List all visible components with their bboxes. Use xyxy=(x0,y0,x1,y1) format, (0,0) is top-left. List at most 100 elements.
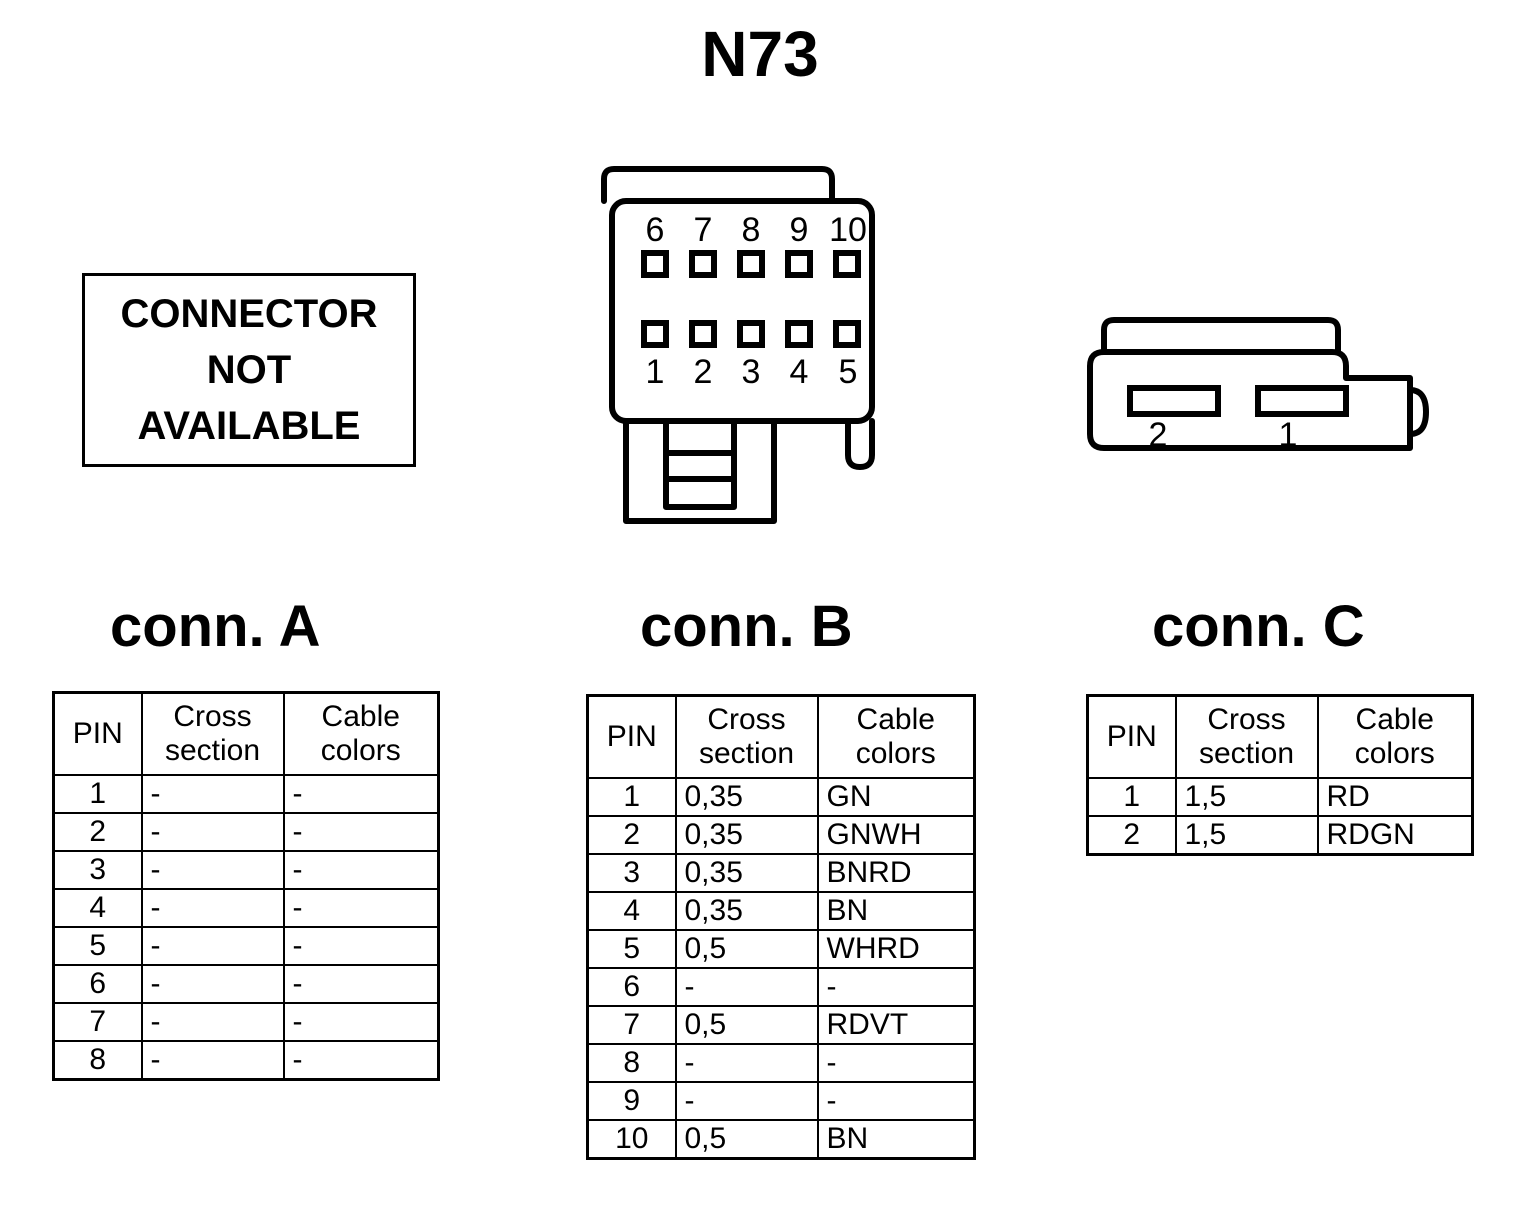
cell-pin: 8 xyxy=(52,1040,143,1081)
connector-b-pin-label-1: 1 xyxy=(646,353,665,391)
cell-cable-colors: - xyxy=(282,850,440,890)
cell-cable-colors: WHRD xyxy=(816,929,976,969)
cell-pin: 3 xyxy=(52,850,143,890)
table-row: 4-- xyxy=(52,888,440,928)
cell-cross-section: - xyxy=(140,888,285,928)
connector-b-pin-label-3: 3 xyxy=(742,353,761,391)
cell-cable-colors: BN xyxy=(816,1119,976,1160)
cell-pin: 10 xyxy=(586,1119,677,1160)
cell-cable-colors: - xyxy=(282,812,440,852)
cell-cross-section: - xyxy=(140,926,285,966)
table-row: 9-- xyxy=(586,1081,976,1121)
connector-b-pin-label-5: 5 xyxy=(839,353,858,391)
cell-cable-colors: - xyxy=(816,967,976,1007)
connector-c-pin-label-2: 2 xyxy=(1149,416,1168,454)
cell-cable-colors: - xyxy=(282,964,440,1004)
cell-cable-colors: BN xyxy=(816,891,976,931)
cell-cable-colors: - xyxy=(282,1040,440,1081)
header-cross-section: Cross section xyxy=(1174,694,1319,779)
cell-pin: 3 xyxy=(586,853,677,893)
connector-b-pin-label-8: 8 xyxy=(742,211,761,249)
cell-pin: 5 xyxy=(52,926,143,966)
cell-pin: 6 xyxy=(586,967,677,1007)
cell-pin: 8 xyxy=(586,1043,677,1083)
conn-b-heading: conn. B xyxy=(640,594,853,659)
table-row: 1-- xyxy=(52,774,440,814)
connector-b-pin-label-10: 10 xyxy=(829,211,867,249)
cell-pin: 4 xyxy=(52,888,143,928)
connector-b-pin-label-9: 9 xyxy=(790,211,809,249)
header-cable-colors: Cable colors xyxy=(282,691,440,776)
table-row: 8-- xyxy=(586,1043,976,1083)
cell-cable-colors: - xyxy=(282,926,440,966)
cell-cross-section: 0,5 xyxy=(674,1005,819,1045)
cell-pin: 7 xyxy=(586,1005,677,1045)
cell-cross-section: 0,35 xyxy=(674,853,819,893)
table-row: 2-- xyxy=(52,812,440,852)
cell-pin: 2 xyxy=(586,815,677,855)
cell-pin: 5 xyxy=(586,929,677,969)
table-row: 5-- xyxy=(52,926,440,966)
cell-cable-colors: - xyxy=(816,1043,976,1083)
cell-cross-section: 0,35 xyxy=(674,891,819,931)
connector-b-pin-label-6: 6 xyxy=(646,211,665,249)
cell-cable-colors: - xyxy=(282,888,440,928)
conn-a-heading: conn. A xyxy=(110,594,321,659)
table-row: 7-- xyxy=(52,1002,440,1042)
cell-cable-colors: BNRD xyxy=(816,853,976,893)
cell-cross-section: - xyxy=(140,1040,285,1081)
header-cable-colors: Cable colors xyxy=(816,694,976,779)
cell-cable-colors: - xyxy=(282,774,440,814)
table-row: 6-- xyxy=(52,964,440,1004)
cell-cable-colors: RDVT xyxy=(816,1005,976,1045)
header-pin: PIN xyxy=(586,694,677,779)
header-pin: PIN xyxy=(1086,694,1177,779)
notice-line-2: NOT xyxy=(206,348,292,392)
conn-a-table-body: 1--2--3--4--5--6--7--8-- xyxy=(52,774,440,1081)
cell-cross-section: 0,35 xyxy=(674,815,819,855)
cell-cross-section: - xyxy=(674,967,819,1007)
cell-pin: 2 xyxy=(52,812,143,852)
cell-pin: 4 xyxy=(586,891,677,931)
notice-line-3: AVAILABLE xyxy=(137,404,361,448)
cell-cross-section: 1,5 xyxy=(1174,777,1319,817)
cell-cross-section: 1,5 xyxy=(1174,815,1319,856)
page-title: N73 xyxy=(701,18,819,90)
table-header-row: PIN Cross section Cable colors xyxy=(586,694,976,779)
cell-cross-section: - xyxy=(140,850,285,890)
table-row: 3-- xyxy=(52,850,440,890)
cell-cable-colors: - xyxy=(282,1002,440,1042)
cell-cross-section: 0,5 xyxy=(674,1119,819,1160)
cell-cross-section: 0,35 xyxy=(674,777,819,817)
cell-cross-section: - xyxy=(674,1081,819,1121)
connector-b-pin-label-2: 2 xyxy=(694,353,713,391)
cell-pin: 9 xyxy=(586,1081,677,1121)
conn-a-pin-table: PIN Cross section Cable colors 1--2--3--… xyxy=(52,691,440,1081)
cell-cross-section: - xyxy=(140,774,285,814)
cell-cable-colors: - xyxy=(816,1081,976,1121)
header-pin: PIN xyxy=(52,691,143,776)
table-row: 8-- xyxy=(52,1040,440,1081)
cell-pin: 2 xyxy=(1086,815,1177,856)
table-header-row: PIN Cross section Cable colors xyxy=(52,691,440,776)
cell-pin: 7 xyxy=(52,1002,143,1042)
cell-pin: 1 xyxy=(1086,777,1177,817)
cell-cross-section: - xyxy=(140,812,285,852)
cell-pin: 6 xyxy=(52,964,143,1004)
notice-line-1: CONNECTOR xyxy=(120,292,378,336)
connector-b-pin-label-4: 4 xyxy=(790,353,809,391)
cell-cable-colors: GNWH xyxy=(816,815,976,855)
table-row: 6-- xyxy=(586,967,976,1007)
cell-pin: 1 xyxy=(52,774,143,814)
header-cross-section: Cross section xyxy=(674,694,819,779)
